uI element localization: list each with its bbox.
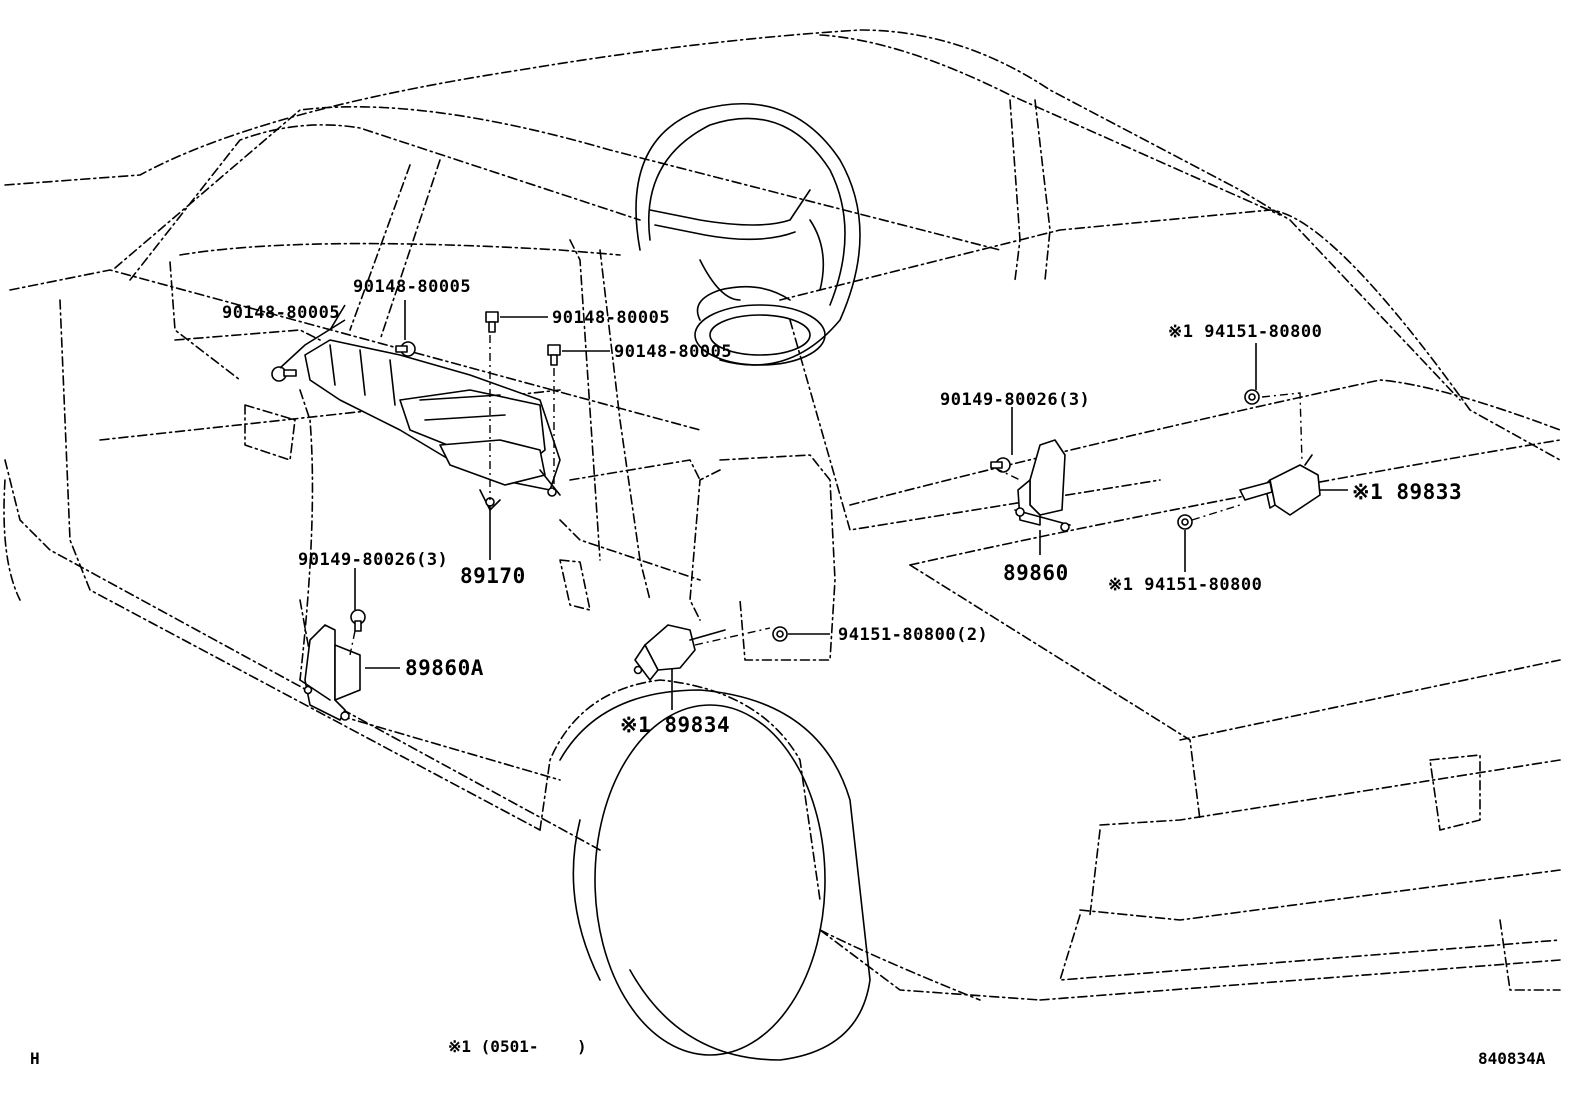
car-body-outline bbox=[3, 29, 1561, 1001]
sensor-89860a bbox=[299, 624, 361, 721]
nut-icon bbox=[1177, 514, 1193, 530]
footer-footnote: ※1 (0501- ) bbox=[448, 1037, 587, 1056]
label-bolt-right: 90149-80026(3) bbox=[940, 390, 1090, 410]
label-nut-front: 94151-80800(2) bbox=[838, 625, 988, 645]
part-labels: 90148-80005 90148-80005 90148-80005 9014… bbox=[222, 277, 1462, 737]
label-89833: ※1 89833 bbox=[1352, 480, 1462, 504]
label-89860: 89860 bbox=[1003, 561, 1069, 585]
sensor-89860 bbox=[1014, 439, 1071, 532]
label-89170: 89170 bbox=[460, 564, 526, 588]
sensor-89833 bbox=[1239, 454, 1321, 516]
sensor-89834 bbox=[633, 624, 726, 681]
label-bolt-a: 90148-80005 bbox=[353, 277, 471, 297]
label-bolt-c: 90148-80005 bbox=[552, 308, 670, 328]
label-89860a: 89860A bbox=[405, 656, 484, 680]
nut-icon bbox=[772, 626, 788, 642]
label-bolt-left-lower: 90149-80026(3) bbox=[298, 550, 448, 570]
front-wheel bbox=[559, 689, 871, 1061]
footer: H ※1 (0501- ) 840834A bbox=[30, 1037, 1546, 1068]
footer-diagram-id: 840834A bbox=[1478, 1049, 1546, 1068]
label-bolt-d: 90148-80005 bbox=[614, 342, 732, 362]
bolt-icon bbox=[350, 609, 366, 632]
bolt-icon bbox=[485, 311, 499, 333]
label-bolt-b: 90148-80005 bbox=[222, 303, 340, 323]
label-89834: ※1 89834 bbox=[620, 713, 730, 737]
center-airbag-sensor-89170 bbox=[304, 339, 561, 511]
leader-lines bbox=[279, 300, 1348, 710]
bolt-icon bbox=[271, 366, 297, 382]
steering-wheel bbox=[635, 103, 861, 366]
label-nut-top: ※1 94151-80800 bbox=[1168, 322, 1322, 342]
bolt-icon bbox=[547, 344, 561, 366]
bolt-icon bbox=[395, 341, 416, 357]
link-lines bbox=[349, 335, 1303, 656]
nut-icon bbox=[1244, 389, 1260, 405]
footer-left-code: H bbox=[30, 1049, 40, 1068]
label-nut-mid: ※1 94151-80800 bbox=[1108, 575, 1262, 595]
